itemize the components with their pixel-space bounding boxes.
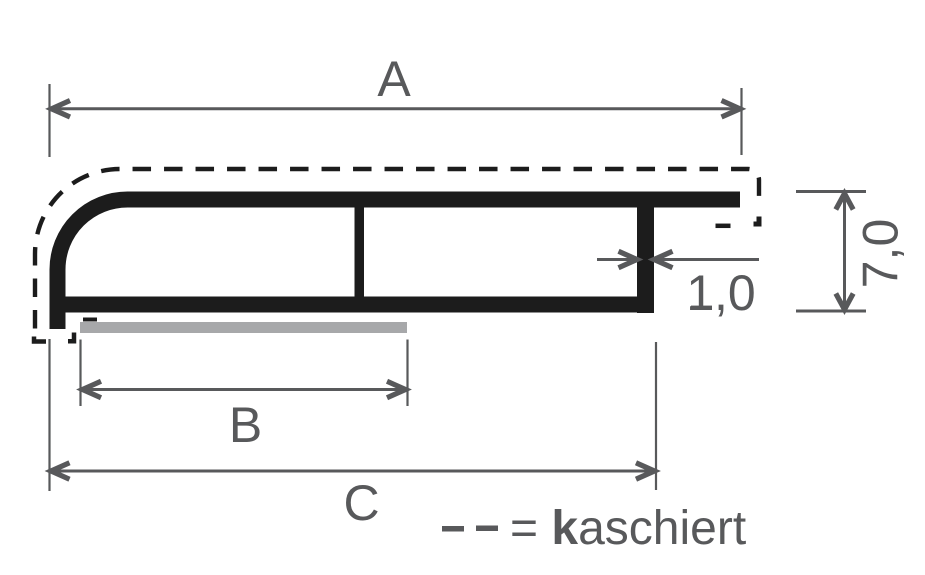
- svg-text:A: A: [377, 51, 411, 107]
- svg-text:7,0: 7,0: [853, 219, 909, 289]
- svg-text:C: C: [343, 475, 379, 531]
- svg-text:B: B: [229, 397, 262, 453]
- svg-text:= kaschiert: = kaschiert: [510, 502, 746, 555]
- svg-text:1,0: 1,0: [686, 265, 756, 321]
